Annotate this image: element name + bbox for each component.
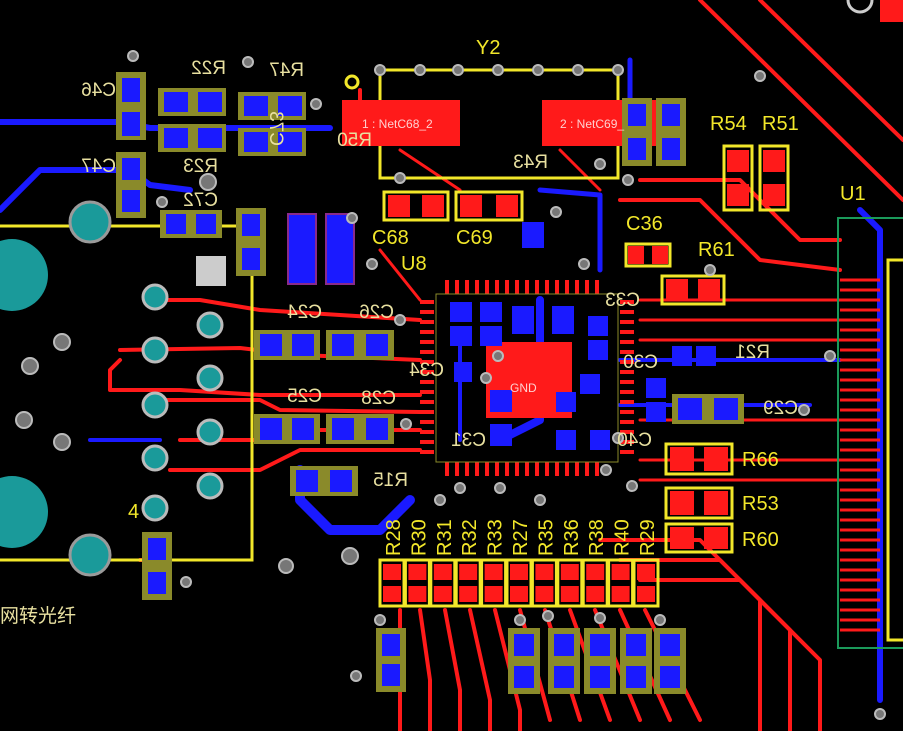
l2-pad-a[interactable]	[287, 213, 317, 285]
label-c24: C24	[287, 302, 322, 323]
mount-hole-top[interactable]	[0, 239, 48, 311]
resistor-row-label: R27	[510, 519, 532, 556]
label-r23: R23	[183, 156, 218, 177]
label-c33: C33	[605, 290, 640, 311]
label-c26: C26	[359, 302, 394, 323]
resistor-row-pad[interactable]	[586, 586, 605, 602]
label-c73: C73	[265, 111, 286, 146]
u1-silk-box	[886, 258, 903, 642]
u1-fanout	[840, 278, 880, 632]
label-c28: C28	[361, 388, 396, 409]
mount-hole-bottom[interactable]	[0, 476, 48, 548]
resistor-row-label: R29	[637, 519, 659, 556]
resistor-row-pad[interactable]	[560, 586, 579, 602]
label-r43: R43	[513, 152, 548, 173]
connector-pin1-square[interactable]	[196, 256, 226, 286]
resistor-row-silk	[632, 558, 660, 608]
label-r21: R21	[735, 342, 770, 363]
u8-pins-right	[620, 300, 634, 454]
label-r50: R50	[337, 130, 372, 151]
label-c34: C34	[409, 360, 444, 381]
label-c68: C68	[372, 227, 409, 249]
resistor-row-pad[interactable]	[560, 564, 579, 580]
u8-pins-left	[420, 300, 434, 454]
label-r53: R53	[742, 493, 779, 515]
label-c72: C72	[183, 190, 218, 211]
connector-silk-outline[interactable]	[0, 224, 254, 562]
resistor-row-pad[interactable]	[535, 564, 554, 580]
connector-shield-pad[interactable]	[68, 533, 112, 577]
label-r61: R61	[698, 239, 735, 261]
resistor-row-pad[interactable]	[484, 586, 503, 602]
label-c40: C40	[617, 430, 652, 451]
label-r66: R66	[742, 449, 779, 471]
resistor-row-pad[interactable]	[586, 564, 605, 580]
resistor-row-label: R36	[561, 519, 583, 556]
top-smd-pads	[382, 144, 790, 554]
label-connector-pin: 4	[128, 501, 139, 523]
resistor-row-pad[interactable]	[535, 586, 554, 602]
resistor-row-pad[interactable]	[637, 586, 655, 602]
y2-pin1-marker	[344, 74, 360, 90]
resistor-row-label: R40	[612, 519, 634, 556]
resistor-row-pad[interactable]	[637, 564, 655, 580]
label-c47: C47	[81, 156, 116, 177]
resistor-row-label: R33	[485, 519, 507, 556]
resistor-row-pad[interactable]	[433, 564, 452, 580]
resistor-row-pad[interactable]	[433, 586, 452, 602]
label-r47: R47	[269, 60, 304, 81]
u8-pins-top	[445, 280, 599, 294]
label-gnd: GND	[510, 381, 537, 395]
passive-footprints	[116, 72, 744, 694]
label-u1: U1	[840, 183, 866, 205]
label-c46: C46	[81, 80, 116, 101]
resistor-row-label: R32	[459, 519, 481, 556]
resistor-row-pad[interactable]	[611, 564, 630, 580]
resistor-row-pad[interactable]	[459, 586, 478, 602]
label-c31: C31	[451, 430, 486, 451]
resistor-row-pad[interactable]	[611, 586, 630, 602]
mirrored-labels: C46 C47 R22 R47 R23 C72 C73 R50 R43 C24 …	[81, 58, 798, 491]
resistor-row-pad[interactable]	[510, 586, 528, 602]
resistor-row-pad[interactable]	[484, 564, 503, 580]
resistor-row-pad[interactable]	[408, 586, 427, 602]
u8-body-outline[interactable]	[435, 293, 619, 463]
resistor-row-pad[interactable]	[459, 564, 478, 580]
u1-outline[interactable]	[837, 217, 903, 649]
resistor-row-label: R35	[535, 519, 557, 556]
label-r51: R51	[762, 113, 799, 135]
resistor-row-pad[interactable]	[408, 564, 427, 580]
label-r60: R60	[742, 529, 779, 551]
u8-pins-bottom	[445, 462, 599, 476]
resistor-row-label: R28	[383, 519, 405, 556]
label-y2-pad1-net: 1 : NetC68_2	[362, 117, 433, 131]
label-c25: C25	[287, 386, 322, 407]
label-r54: R54	[710, 113, 747, 135]
u1-top-pad	[880, 0, 903, 22]
label-c69: C69	[456, 227, 493, 249]
label-r15: R15	[373, 470, 408, 491]
vias	[15, 50, 886, 720]
resistor-row-pad[interactable]	[383, 564, 401, 580]
y2-pad-1[interactable]	[342, 100, 460, 146]
resistor-row-label: R30	[408, 519, 430, 556]
resistor-row-pad[interactable]	[383, 586, 401, 602]
label-c30: C30	[623, 352, 658, 373]
resistor-row-label: R38	[586, 519, 608, 556]
label-c29: C29	[763, 398, 798, 419]
resistor-row-label: R31	[434, 519, 456, 556]
resistor-row-pad[interactable]	[510, 564, 528, 580]
label-c36: C36	[626, 213, 663, 235]
u1-fiducial	[846, 0, 874, 14]
connector-pins	[141, 283, 224, 522]
label-u8: U8	[401, 253, 427, 275]
label-y2: Y2	[476, 37, 500, 59]
label-r22: R22	[191, 58, 226, 79]
label-y2-pad2-net: 2 : NetC69_	[560, 117, 624, 131]
l2-pad-b[interactable]	[325, 213, 355, 285]
label-chinese-text: 网转光纤	[0, 605, 76, 627]
connector-shield-pad[interactable]	[68, 200, 112, 244]
